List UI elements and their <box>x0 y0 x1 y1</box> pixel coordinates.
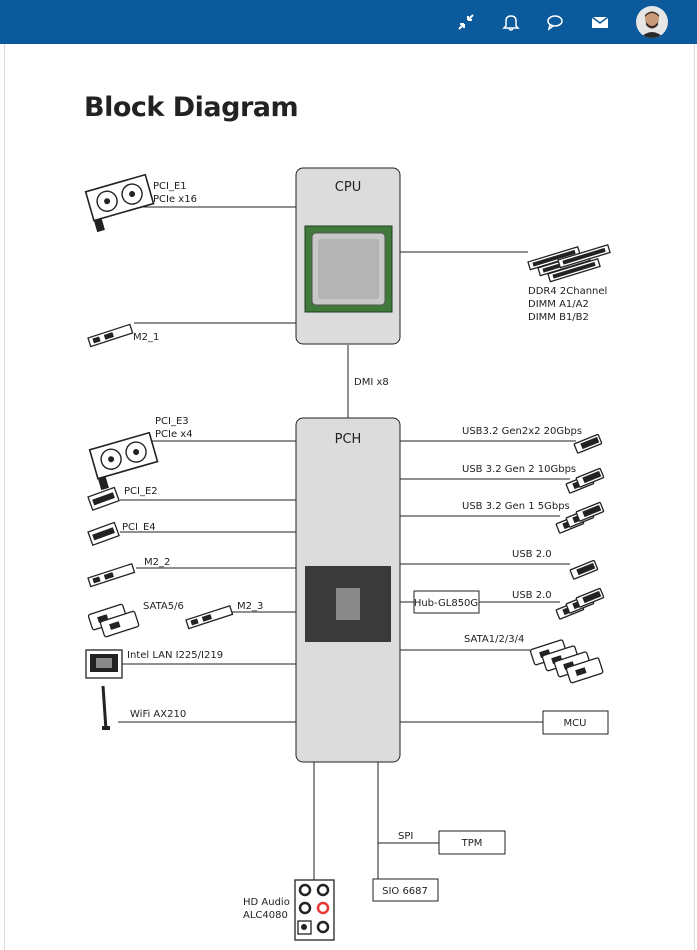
ddr-line1: DDR4 2Channel <box>528 286 607 297</box>
m2-1-label: M2_1 <box>133 332 159 343</box>
gpu-pcie3-icon <box>90 433 161 490</box>
sata56-label: SATA5/6 <box>143 601 184 612</box>
usb-10g-label: USB 3.2 Gen 2 10Gbps <box>462 464 576 475</box>
lan-label: Intel LAN I225/I219 <box>127 650 223 661</box>
spi-label: SPI <box>398 831 413 842</box>
pcie1-spec: PCIe x16 <box>153 194 197 205</box>
m2-3-label: M2_3 <box>237 601 263 612</box>
pcie3-name: PCI_E3 <box>155 416 189 427</box>
audio-line2: ALC4080 <box>243 910 288 921</box>
usb-20g-label: USB3.2 Gen2x2 20Gbps <box>462 426 582 437</box>
pch-block <box>296 418 400 762</box>
usb2-b-label: USB 2.0 <box>512 590 552 601</box>
pcie2-slot-icon <box>88 487 119 510</box>
usb-20g-icon <box>574 434 602 453</box>
hub-label: Hub-GL850G <box>414 598 478 609</box>
usb-5g-label: USB 3.2 Gen 1 5Gbps <box>462 501 570 512</box>
pch-label: PCH <box>335 432 362 447</box>
usb2-a-label: USB 2.0 <box>512 549 552 560</box>
dmi-label: DMI x8 <box>354 377 389 388</box>
tpm-label: TPM <box>461 838 483 849</box>
cpu-label: CPU <box>335 180 361 195</box>
m2-3-ssd-icon <box>186 606 233 629</box>
sata1234-label: SATA1/2/3/4 <box>464 634 524 645</box>
sata56-drive-icon <box>88 604 139 637</box>
ddr4-ram-icon <box>528 245 610 282</box>
m2-1-ssd-icon <box>88 324 133 346</box>
pcie3-spec: PCIe x4 <box>155 429 193 440</box>
audio-jack-icon <box>295 880 334 940</box>
pcie1-name: PCI_E1 <box>153 181 187 192</box>
sio-label: SIO 6687 <box>382 886 428 897</box>
usb2-a-icon <box>570 560 598 579</box>
ddr-line2: DIMM A1/A2 <box>528 299 589 310</box>
audio-line1: HD Audio <box>243 897 290 908</box>
mcu-label: MCU <box>564 718 587 729</box>
gpu-pcie1-icon <box>86 175 157 232</box>
wifi-antenna-icon <box>102 686 110 730</box>
pcie4-label: PCI_E4 <box>122 522 156 533</box>
wifi-label: WiFi AX210 <box>130 709 186 720</box>
pcie2-label: PCI_E2 <box>124 486 158 497</box>
ddr-line3: DIMM B1/B2 <box>528 312 589 323</box>
m2-2-label: M2_2 <box>144 557 170 568</box>
usb2-b-icon <box>556 588 604 619</box>
pcie4-slot-icon <box>88 522 119 545</box>
ethernet-port-icon <box>86 650 122 678</box>
sata1234-drive-icon <box>530 639 603 683</box>
m2-2-ssd-icon <box>88 564 135 587</box>
